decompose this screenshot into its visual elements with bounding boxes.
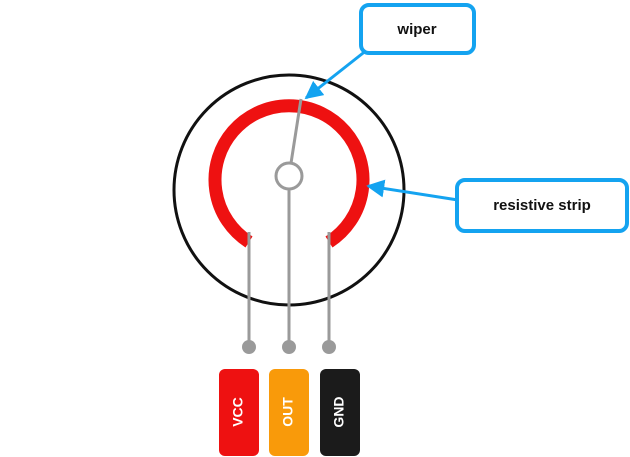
pin-gnd-label: GND (331, 396, 347, 427)
pin-out-label: OUT (280, 397, 296, 427)
pin-vcc-label: VCC (230, 397, 246, 427)
pin-gnd-box (320, 369, 360, 456)
resistive-strip-callout-label: resistive strip (493, 197, 591, 214)
pin-gnd: GND (320, 369, 360, 456)
wiper-callout-label: wiper (396, 21, 436, 38)
wiper-callout-box (359, 3, 476, 55)
pin-vcc-box (219, 369, 259, 456)
vcc-lead-end (242, 340, 256, 354)
pin-out: OUT (269, 369, 309, 456)
wiper-pivot (274, 161, 304, 191)
gnd-lead-end (322, 340, 336, 354)
out-lead-end (282, 340, 296, 354)
resistive-strip-callout-arrow (366, 179, 459, 202)
resistive-strip-callout-box (455, 178, 629, 233)
pin-vcc: VCC (219, 369, 259, 456)
wiper-callout-arrow (304, 44, 373, 100)
resistive-strip-arc (208, 99, 370, 248)
pin-out-box (269, 369, 309, 456)
